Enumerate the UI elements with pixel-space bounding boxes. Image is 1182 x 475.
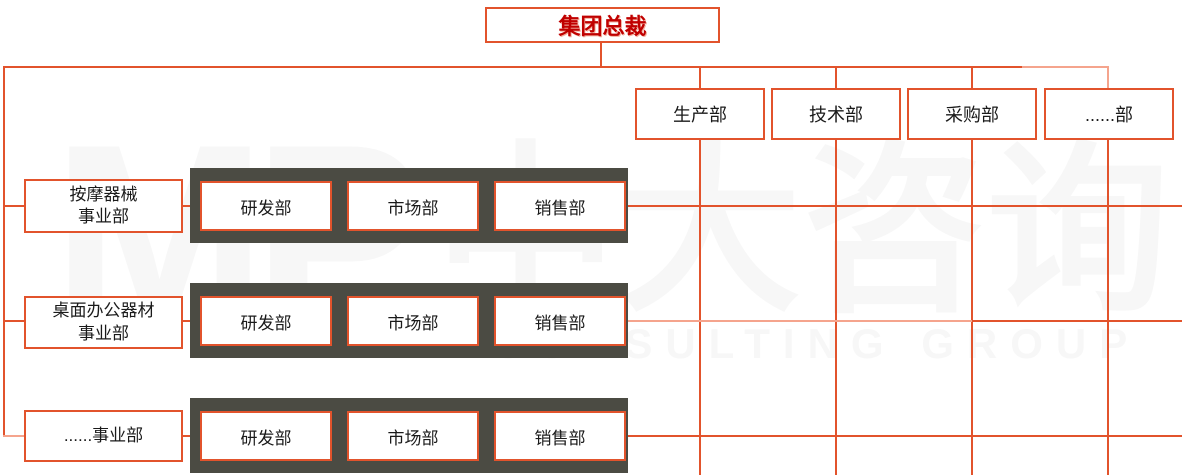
- node-label-line1: 按摩器械: [69, 184, 138, 204]
- node-bu1-marketing-dept: 市场部: [347, 181, 479, 231]
- connector-dept4-column: [1107, 140, 1109, 475]
- matrix-band-2: 研发部 市场部 销售部: [190, 283, 628, 358]
- node-business-unit-2: 桌面办公器材 事业部: [24, 296, 183, 349]
- connector-spine-bu1: [3, 205, 26, 207]
- node-label-line1: 桌面办公器材: [52, 301, 155, 321]
- connector-dept2-stub: [835, 66, 837, 88]
- node-label: 采购部: [945, 105, 999, 125]
- connector-top-rail: [3, 66, 1022, 68]
- connector-left-spine: [3, 66, 5, 437]
- node-bu2-sales-dept: 销售部: [494, 296, 626, 346]
- connector-dept1-stub: [699, 66, 701, 88]
- node-label-line1: ......事业部: [63, 425, 144, 445]
- connector-row3: [620, 435, 1182, 437]
- connector-dept4-stub: [1107, 66, 1109, 88]
- node-production-dept: 生产部: [635, 88, 765, 140]
- matrix-band-3: 研发部 市场部 销售部: [190, 398, 628, 473]
- connector-dept3-column: [971, 140, 973, 475]
- node-bu3-rd-dept: 研发部: [200, 411, 332, 461]
- connector-top-rail-right: [1022, 66, 1109, 68]
- node-business-unit-3: ......事业部: [24, 410, 183, 462]
- node-label: 技术部: [809, 105, 863, 125]
- connector-dept1-column: [699, 140, 701, 475]
- node-bu3-marketing-dept: 市场部: [347, 411, 479, 461]
- node-group-president-label: 集团总裁: [558, 14, 647, 39]
- node-label: 生产部: [673, 105, 727, 125]
- node-bu1-rd-dept: 研发部: [200, 181, 332, 231]
- node-label-line2: 事业部: [78, 323, 129, 343]
- connector-row1: [620, 205, 1182, 207]
- node-bu1-sales-dept: 销售部: [494, 181, 626, 231]
- node-bu2-marketing-dept: 市场部: [347, 296, 479, 346]
- connector-title-drop: [600, 41, 602, 67]
- node-technology-dept: 技术部: [771, 88, 901, 140]
- node-purchasing-dept: 采购部: [907, 88, 1037, 140]
- connector-dept3-stub: [971, 66, 973, 88]
- node-bu3-sales-dept: 销售部: [494, 411, 626, 461]
- connector-spine-bu2: [3, 320, 26, 322]
- node-bu2-rd-dept: 研发部: [200, 296, 332, 346]
- connector-row2-left: [620, 320, 972, 322]
- matrix-band-1: 研发部 市场部 销售部: [190, 168, 628, 243]
- node-label: ......部: [1084, 105, 1133, 125]
- connector-row2-right: [972, 320, 1182, 322]
- node-label-line2: 事业部: [78, 207, 129, 226]
- connector-dept2-column: [835, 140, 837, 475]
- node-group-president: 集团总裁: [485, 7, 720, 43]
- node-business-unit-1: 按摩器械 事业部: [24, 179, 183, 233]
- node-other-dept: ......部: [1044, 88, 1174, 140]
- connector-spine-bu3: [3, 435, 26, 437]
